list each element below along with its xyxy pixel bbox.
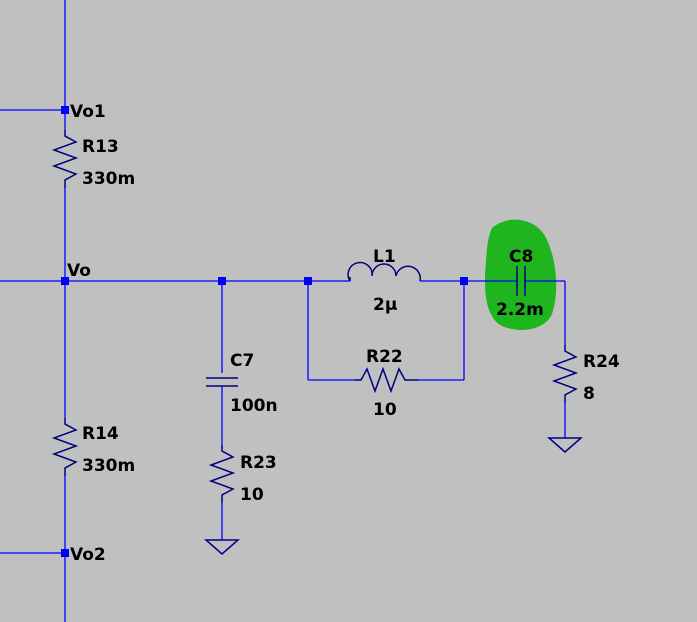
node-l1-right <box>460 277 468 285</box>
c7-value: 100n <box>230 396 278 416</box>
capacitor-c8[interactable] <box>516 266 526 296</box>
r13-name: R13 <box>82 137 119 157</box>
r24-value: 8 <box>583 384 595 404</box>
node-l1-left <box>304 277 312 285</box>
wires <box>0 0 566 622</box>
r14-value: 330m <box>82 456 135 476</box>
c8-name: C8 <box>509 247 533 267</box>
r23-name: R23 <box>240 453 277 473</box>
resistor-r24[interactable] <box>551 345 579 438</box>
r22-name: R22 <box>366 347 403 367</box>
r22-value: 10 <box>373 400 397 420</box>
resistor-r23[interactable] <box>208 445 236 540</box>
inductor-l1[interactable] <box>347 261 422 282</box>
net-label-vo1: Vo1 <box>70 102 106 122</box>
r14-name: R14 <box>82 424 119 444</box>
r24-name: R24 <box>583 352 620 372</box>
ground-r24 <box>547 437 583 453</box>
net-label-vo2: Vo2 <box>70 545 106 565</box>
node-c7 <box>218 277 226 285</box>
l1-value: 2μ <box>373 295 397 315</box>
node-vo <box>61 277 69 285</box>
node-vo2 <box>61 549 69 557</box>
r13-value: 330m <box>82 169 135 189</box>
c8-value: 2.2m <box>496 300 544 320</box>
c8-highlight-marker <box>484 219 557 330</box>
r23-value: 10 <box>240 485 264 505</box>
l1-name: L1 <box>373 247 396 267</box>
resistor-r14[interactable] <box>51 418 79 476</box>
node-vo1 <box>61 106 69 114</box>
c7-name: C7 <box>230 351 254 371</box>
capacitor-c7[interactable] <box>206 377 238 445</box>
ground-r23 <box>204 539 240 555</box>
resistor-r22[interactable] <box>355 366 418 394</box>
net-label-vo: Vo <box>67 261 91 281</box>
junction-nodes <box>61 106 468 557</box>
resistor-r13[interactable] <box>51 130 79 188</box>
